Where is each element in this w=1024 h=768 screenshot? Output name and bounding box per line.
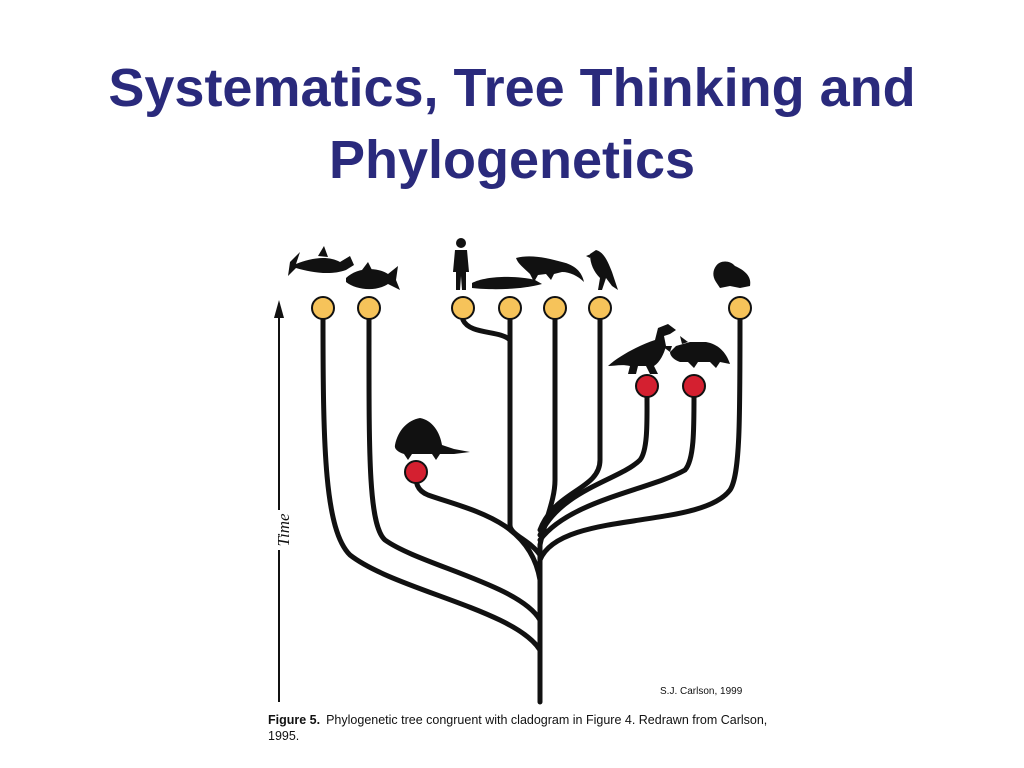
time-axis [274,300,284,702]
whale-icon [472,276,542,290]
bird-icon [586,250,618,290]
title-line-1: Systematics, Tree Thinking and [108,58,916,118]
caption-label: Figure 5. [268,713,321,727]
frog-icon [713,261,751,288]
tyrannosaurus-icon [608,324,676,374]
branch-triceratops [537,393,697,543]
node-whale [498,296,522,320]
extinct-nodes [404,374,706,484]
dimetrodon-icon [394,418,470,460]
node-shark [311,296,335,320]
branch-fish [366,317,543,623]
node-bird [588,296,612,320]
node-triceratops [682,374,706,398]
node-frog [728,296,752,320]
node-crocodile [543,296,567,320]
branch-frog [537,317,743,563]
crocodile-icon [516,256,584,282]
branch-shark [320,317,543,653]
title-line-2: Phylogenetics [328,130,696,190]
time-axis-label: Time [274,510,294,550]
fish-icon [346,262,400,290]
living-nodes [311,296,752,320]
figure-credit: S.J. Carlson, 1999 [660,686,743,697]
shark-icon [288,246,354,276]
branch-bird [537,317,603,533]
caption-text: Phylogenetic tree congruent with cladogr… [268,713,768,743]
branch-whale [507,317,543,558]
slide-title: Systematics, Tree Thinking and Phylogene… [0,52,1024,196]
node-fish [357,296,381,320]
human-icon [453,238,469,290]
branch-trex [537,393,650,538]
figure-caption: Figure 5.Phylogenetic tree congruent wit… [268,712,768,744]
branch-human [460,317,513,343]
node-tyrannosaurus [635,374,659,398]
tree-branches [320,317,743,705]
node-human [451,296,475,320]
node-dimetrodon [404,460,428,484]
axis-arrowhead-icon [274,300,284,318]
triceratops-icon [662,336,730,368]
